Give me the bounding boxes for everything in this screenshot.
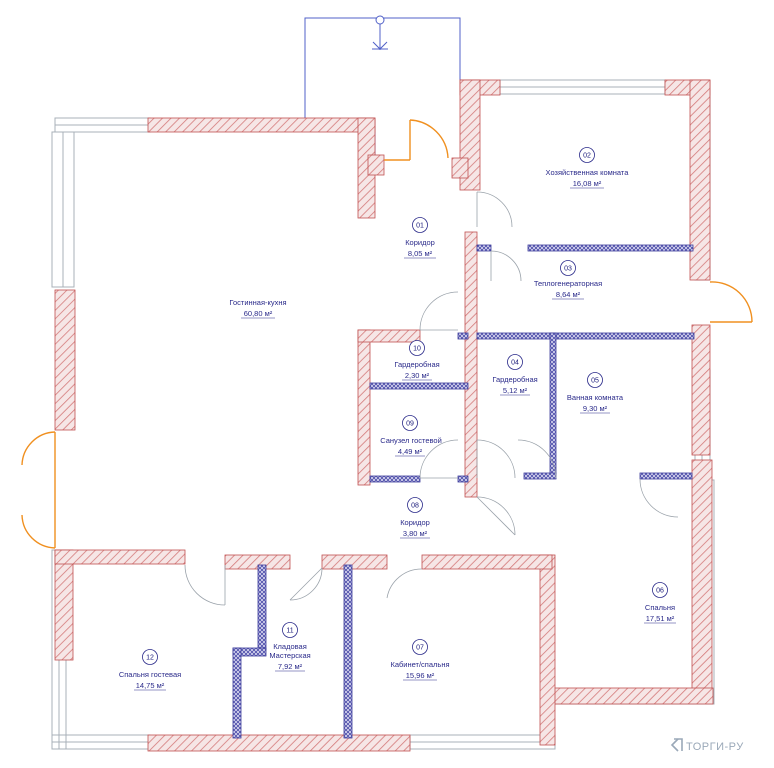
svg-text:Коридор: Коридор [400,518,430,527]
svg-text:Кладовая: Кладовая [273,642,307,651]
exterior-doors [21,119,753,549]
svg-text:Гардеробная: Гардеробная [492,375,537,384]
room-label-02: 02 Хозяйственная комната 16,08 м² [546,147,630,189]
svg-text:Спальня гостевая: Спальня гостевая [119,670,181,679]
room-label-07: 07 Кабинет/спальня 15,96 м² [390,639,450,681]
room-label-05: 05 Ванная комната 9,30 м² [567,372,624,414]
svg-text:Теплогенераторная: Теплогенераторная [534,279,602,288]
room-label-11: 11 Кладовая Мастерская 7,92 м² [269,622,311,672]
torgi-logo-icon [670,738,683,752]
svg-text:12: 12 [146,655,154,662]
svg-text:07: 07 [416,645,424,652]
room-label-living-kitchen: Гостинная-кухня 60,80 м² [229,298,287,319]
svg-text:16,08 м²: 16,08 м² [573,179,602,188]
svg-text:Санузел гостевой: Санузел гостевой [380,436,442,445]
svg-text:3,80 м²: 3,80 м² [403,529,428,538]
svg-text:11: 11 [286,628,293,635]
svg-text:2,30 м²: 2,30 м² [405,371,430,380]
svg-text:7,92 м²: 7,92 м² [278,662,303,671]
svg-text:03: 03 [564,266,572,273]
svg-text:Гостинная-кухня: Гостинная-кухня [229,298,286,307]
svg-text:08: 08 [411,503,419,510]
svg-text:Мастерская: Мастерская [269,651,310,660]
svg-text:09: 09 [406,421,414,428]
svg-text:Хозяйственная комната: Хозяйственная комната [546,168,630,177]
svg-text:8,05 м²: 8,05 м² [408,249,433,258]
svg-text:Кабинет/спальня: Кабинет/спальня [390,660,449,669]
entry-arrow-icon [372,15,388,50]
svg-text:17,51 м²: 17,51 м² [646,614,675,623]
room-label-08: 08 Коридор 3,80 м² [400,497,430,539]
svg-text:05: 05 [591,378,599,385]
svg-text:ТОРГИ-РУ: ТОРГИ-РУ [686,741,744,753]
svg-text:01: 01 [416,223,424,230]
svg-text:5,12 м²: 5,12 м² [503,386,528,395]
svg-text:14,75 м²: 14,75 м² [136,681,165,690]
room-label-03: 03 Теплогенераторная 8,64 м² [534,260,602,300]
svg-text:Коридор: Коридор [405,238,435,247]
room-label-04: 04 Гардеробная 5,12 м² [492,354,538,396]
svg-text:02: 02 [583,153,591,160]
svg-text:10: 10 [413,346,421,353]
svg-text:15,96 м²: 15,96 м² [406,671,435,680]
svg-text:Гардеробная: Гардеробная [394,360,439,369]
svg-text:60,80 м²: 60,80 м² [244,309,273,318]
doors [184,191,679,606]
room-label-09: 09 Санузел гостевой 4,49 м² [380,415,442,457]
room-label-10: 10 Гардеробная 2,30 м² [394,340,440,381]
svg-text:9,30 м²: 9,30 м² [583,404,608,413]
porch-outline [304,17,461,161]
room-label-01: 01 Коридор 8,05 м² [404,217,436,259]
svg-text:Ванная комната: Ванная комната [567,393,624,402]
watermark: ТОРГИ-РУ [670,738,744,753]
svg-text:Спальня: Спальня [645,603,675,612]
partitions [232,244,695,739]
svg-text:06: 06 [656,588,664,595]
svg-text:8,64 м²: 8,64 м² [556,290,581,299]
svg-text:4,49 м²: 4,49 м² [398,447,423,456]
room-label-12: 12 Спальня гостевая 14,75 м² [119,649,181,691]
room-label-06: 06 Спальня 17,51 м² [644,582,676,624]
windows [51,79,715,750]
svg-text:04: 04 [511,360,519,367]
exterior-walls [54,79,714,752]
